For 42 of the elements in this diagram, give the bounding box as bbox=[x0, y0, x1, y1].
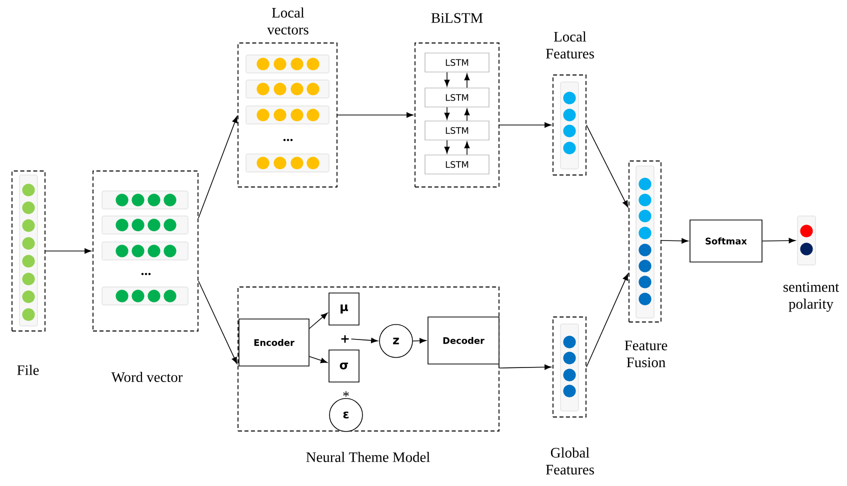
operator-symbol: * bbox=[343, 391, 349, 397]
arrow bbox=[661, 238, 688, 244]
lstm-box: LSTM bbox=[424, 154, 490, 174]
arrow bbox=[309, 312, 328, 329]
group-label: File bbox=[17, 364, 39, 376]
arrow bbox=[198, 116, 238, 218]
variable-box: μ bbox=[328, 292, 360, 326]
arrow bbox=[762, 238, 796, 244]
arrow bbox=[45, 248, 92, 254]
output-label: sentiment polarity bbox=[784, 282, 840, 312]
group-label: Global Features bbox=[546, 447, 594, 475]
arrow bbox=[464, 108, 470, 122]
arrow bbox=[309, 356, 328, 364]
process-box: Softmax bbox=[690, 220, 762, 262]
arrow bbox=[444, 106, 450, 120]
arrow bbox=[337, 112, 414, 118]
process-box: Encoder bbox=[238, 318, 310, 366]
arrow bbox=[586, 274, 628, 368]
arrow bbox=[444, 140, 450, 154]
arrow bbox=[464, 142, 470, 156]
group-label: Feature Fusion bbox=[624, 340, 668, 368]
group-label: Word vector bbox=[111, 372, 183, 382]
arrow bbox=[198, 280, 238, 364]
group-label: Local Features bbox=[546, 31, 594, 59]
lstm-box: LSTM bbox=[424, 120, 490, 140]
ellipsis: ... bbox=[141, 272, 151, 276]
lstm-box: LSTM bbox=[424, 88, 490, 108]
lstm-box: LSTM bbox=[424, 52, 490, 72]
arrow bbox=[499, 122, 552, 128]
arrow bbox=[464, 74, 470, 88]
arrow bbox=[412, 338, 426, 344]
arrow bbox=[586, 124, 628, 208]
variable-box: σ bbox=[328, 350, 360, 382]
arrow bbox=[350, 338, 378, 344]
group-label: BiLSTM bbox=[431, 13, 483, 23]
process-box: Decoder bbox=[428, 316, 500, 364]
arrow bbox=[444, 72, 450, 86]
group-label: Neural Theme Model bbox=[306, 452, 430, 462]
ellipsis: ... bbox=[283, 138, 293, 142]
group-label: Local vectors bbox=[267, 7, 308, 35]
arrow bbox=[499, 364, 552, 370]
operator-symbol: + bbox=[341, 335, 349, 343]
